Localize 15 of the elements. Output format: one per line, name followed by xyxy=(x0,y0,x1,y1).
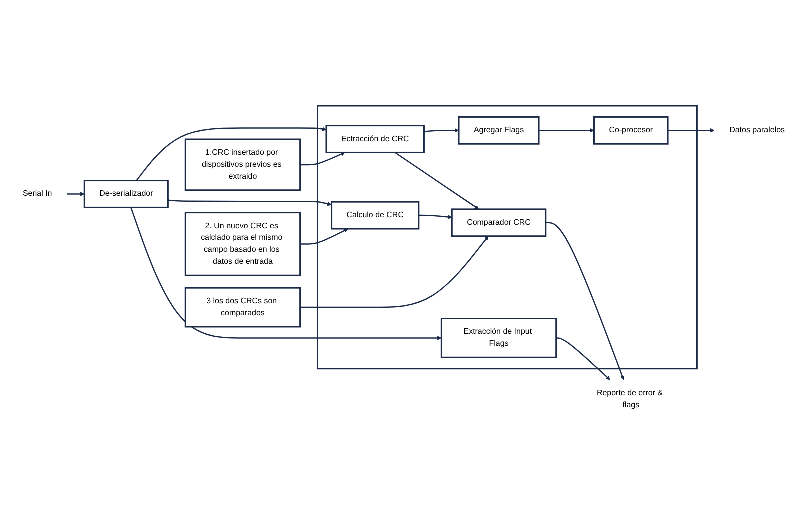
arrow xyxy=(136,127,326,182)
arrow xyxy=(168,200,332,206)
arrow xyxy=(66,192,84,196)
arrow xyxy=(394,152,479,210)
arrow xyxy=(538,128,594,133)
arrow xyxy=(130,208,442,340)
arrow xyxy=(424,128,459,133)
arrow xyxy=(300,152,345,166)
arrow xyxy=(556,338,610,380)
arrow xyxy=(668,128,714,133)
arrow xyxy=(300,236,488,308)
arrow xyxy=(545,222,624,380)
arrow xyxy=(418,214,452,220)
cluster xyxy=(316,105,698,370)
arrow xyxy=(300,228,348,245)
